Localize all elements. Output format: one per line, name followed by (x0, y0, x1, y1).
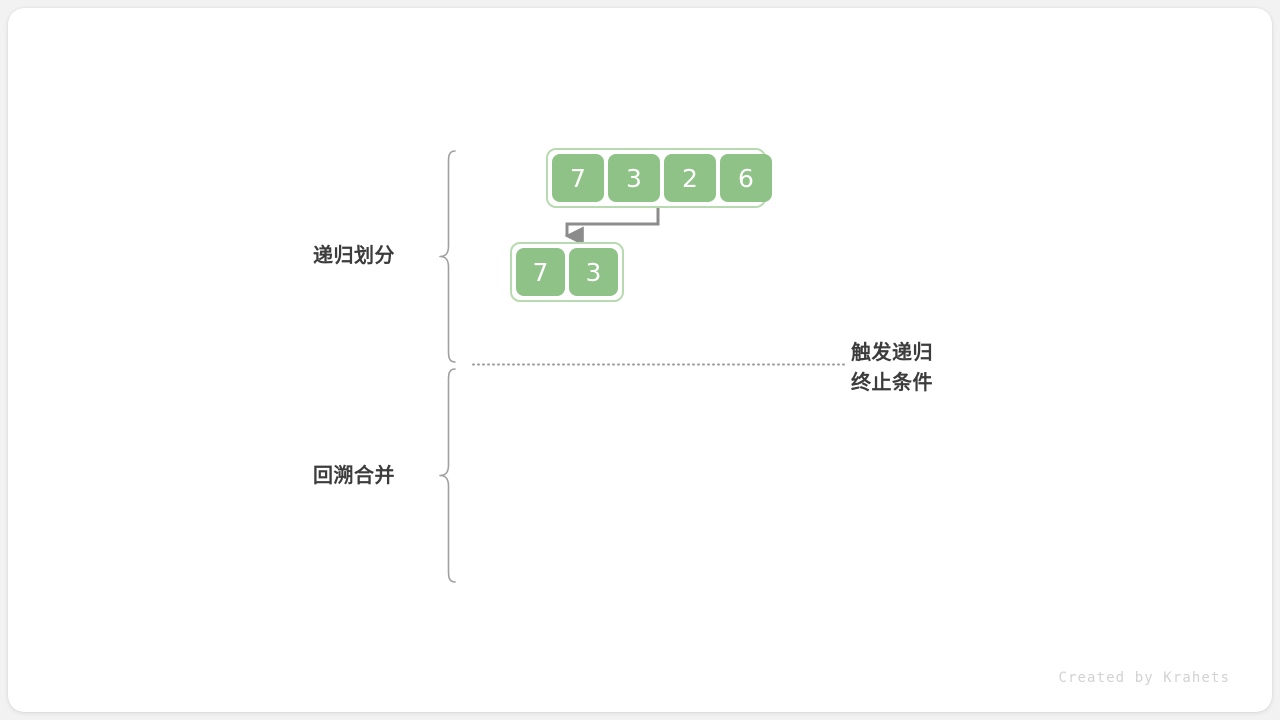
array-left-subarray: 7 3 (510, 242, 624, 302)
recursion-condition-line-1: 触发递归 (851, 342, 933, 364)
array-cell[interactable]: 7 (552, 154, 604, 202)
stage-label-divide: 递归划分 (313, 245, 395, 267)
brace-divide (439, 150, 456, 363)
array-cell[interactable]: 7 (516, 248, 565, 296)
diagram-card: 递归划分 回溯合并 触发递归 终止条件 7 3 2 6 7 3 (8, 8, 1272, 712)
stage-label-merge: 回溯合并 (313, 465, 395, 487)
diagram-vector-layer (439, 150, 847, 583)
array-cell[interactable]: 2 (664, 154, 716, 202)
array-root: 7 3 2 6 (546, 148, 772, 208)
watermark-credit: Created by Krahets (1058, 670, 1230, 686)
brace-merge (439, 368, 456, 583)
array-root-cells: 7 3 2 6 (552, 154, 772, 202)
array-cell[interactable]: 3 (569, 248, 618, 296)
recursion-condition-label: 触发递归 终止条件 (851, 338, 933, 398)
recursion-condition-line-2: 终止条件 (851, 372, 933, 394)
array-cell[interactable]: 6 (720, 154, 772, 202)
array-left-subarray-cells: 7 3 (516, 248, 618, 296)
divide-arrow-connector (564, 204, 660, 246)
array-cell[interactable]: 3 (608, 154, 660, 202)
